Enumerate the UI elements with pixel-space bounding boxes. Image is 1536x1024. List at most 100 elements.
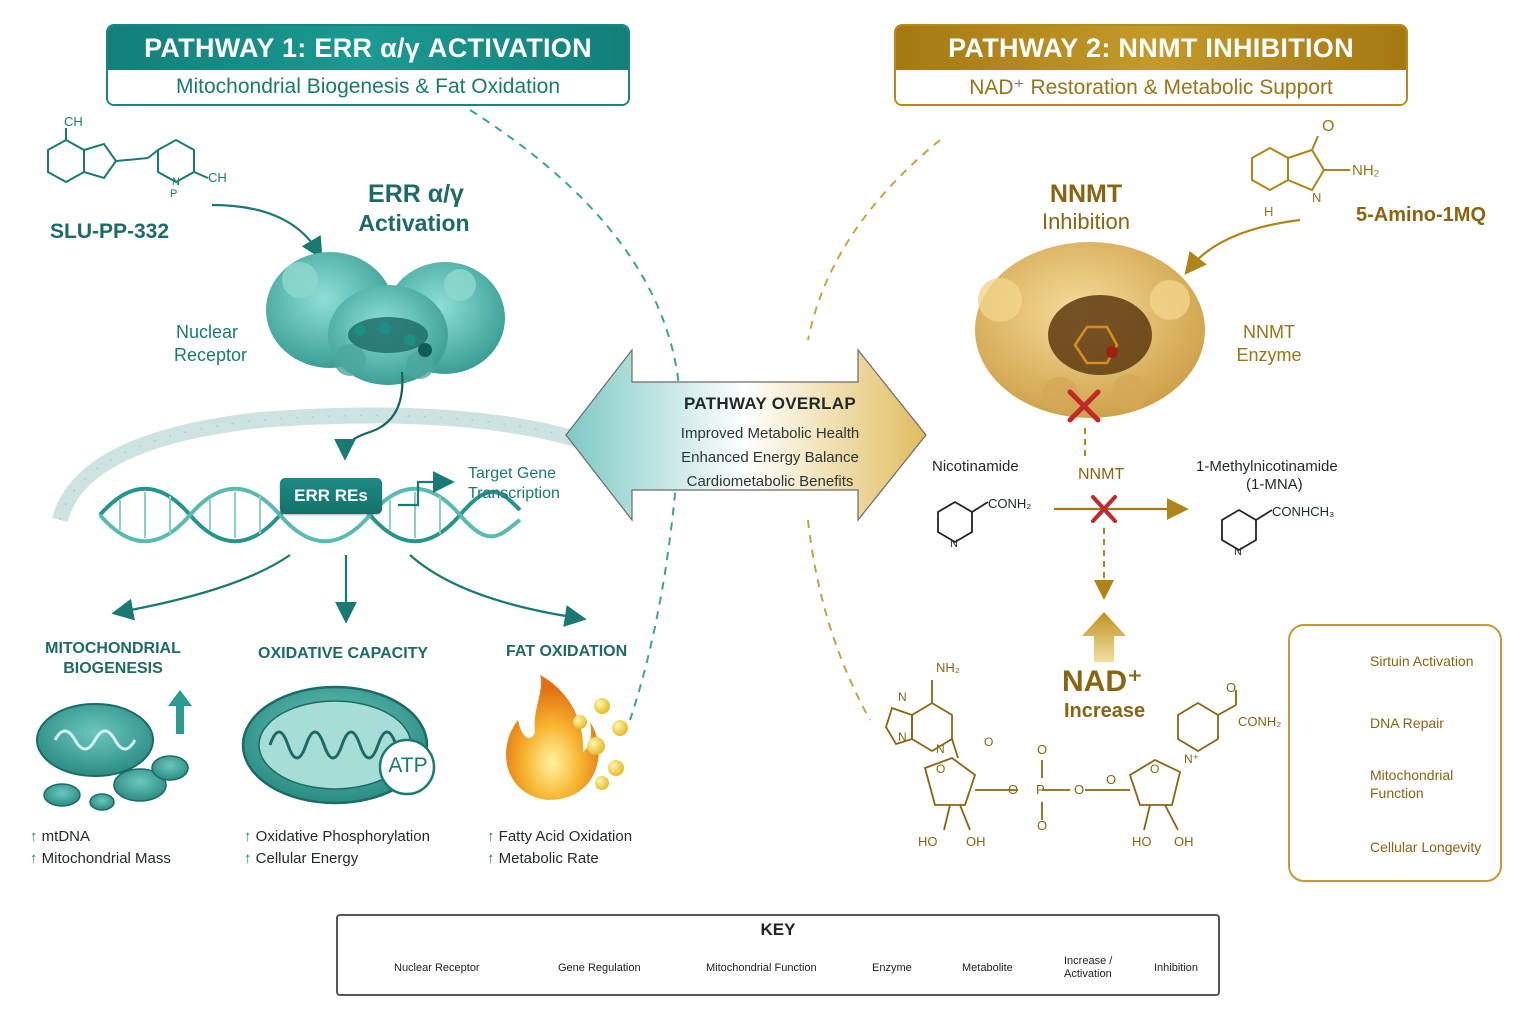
err-activation-line1: ERR α/γ	[368, 180, 464, 208]
5-amino-1mq-structure	[1251, 135, 1350, 192]
nad-atom-nh2: NH₂	[936, 660, 960, 675]
dna-rungs	[119, 492, 441, 538]
nad-atom-oh-1: OH	[966, 834, 986, 849]
biogenesis-bullet-1: ↑ mtDNA	[30, 828, 91, 845]
nnmt-enzyme	[975, 242, 1205, 418]
nad-increase-arrow	[1082, 612, 1126, 662]
nad-atom-n-3: N	[936, 742, 945, 756]
err-receptor-protein	[266, 252, 505, 385]
nad-atom-n-1: N	[898, 690, 907, 704]
benefit-longevity: Cellular Longevity	[1304, 836, 1494, 886]
overlap-line-1: Improved Metabolic Health	[680, 425, 860, 442]
oxidative-bullet-1: ↑ Oxidative Phosphorylation	[244, 828, 430, 845]
key-label-metabolite: Metabolite	[962, 961, 1013, 974]
amino-atom-n: N	[1312, 190, 1322, 205]
slu-pp-332-label: SLU-PP-332	[50, 220, 170, 243]
key-item-enzyme: Enzyme	[868, 948, 912, 988]
nad-atom-o-7: O	[1106, 772, 1117, 787]
pathway2-title: PATHWAY 2: NNMT INHIBITION	[896, 26, 1406, 70]
enzyme-inhibition-x	[1067, 389, 1101, 423]
nuclear-receptor-label-1: Nuclear	[176, 322, 239, 342]
key-title: KEY	[760, 920, 796, 939]
fat-bullet-2: ↑ Metabolic Rate	[487, 850, 599, 867]
reaction-enzyme-label: NNMT	[1078, 466, 1125, 483]
pathway1-subtitle: Mitochondrial Biogenesis & Fat Oxidation	[108, 70, 628, 104]
key-item-metabolite: Metabolite	[958, 948, 1013, 988]
1-mna-group: CONHCH₃	[1272, 504, 1335, 519]
key-item-mito-function: Mitochondrial Function	[702, 948, 817, 988]
pathway1-title: PATHWAY 1: ERR α/γ ACTIVATION	[108, 26, 628, 70]
target-gene-label-1: Target Gene	[468, 465, 557, 482]
biogenesis-title-1: MITOCHONDRIAL	[45, 640, 181, 657]
nad-atom-o-8: O	[1150, 762, 1160, 776]
nnmt-inhibition-line2: Inhibition	[1041, 209, 1131, 234]
key-label-enzyme: Enzyme	[872, 961, 912, 974]
nnmt-inhibition-line1: NNMT	[1049, 180, 1123, 208]
atp-badge: ATP	[388, 754, 428, 777]
nicotinamide-group: CONH₂	[988, 496, 1032, 511]
benefit-sirtuin: Sirtuin Activation	[1304, 650, 1494, 700]
mitochondrion-icon	[241, 685, 436, 805]
slu-atom-p: P	[170, 188, 178, 200]
nicotinamide-structure	[937, 500, 989, 544]
overlap-title: PATHWAY OVERLAP	[683, 394, 856, 413]
slu-pp-332-structure	[47, 128, 209, 184]
1-mna-n: N	[1234, 546, 1242, 558]
oxidative-bullet-2: ↑ Cellular Energy	[244, 850, 359, 867]
nicotinamide-label: Nicotinamide	[932, 458, 1019, 475]
1-mna-label-1: 1-Methylnicotinamide	[1196, 458, 1338, 475]
pathway2-subtitle: NAD⁺ Restoration & Metabolic Support	[896, 70, 1406, 104]
slu-atom-n: N	[172, 176, 180, 188]
key-label-inhibition: Inhibition	[1154, 961, 1199, 974]
1-mna-structure	[1221, 508, 1273, 552]
benefit-longevity-label: Cellular Longevity	[1370, 839, 1482, 855]
nad-atom-ho-1: HO	[918, 834, 938, 849]
biogenesis-bullet-2: ↑ Mitochondrial Mass	[30, 850, 171, 867]
nicotinamide-n: N	[950, 538, 958, 550]
benefit-mito-function: Mitochondrial Function	[1304, 766, 1494, 816]
nad-atom-nplus: N⁺	[1184, 752, 1199, 766]
key-item-gene-regulation: Gene Regulation	[554, 948, 641, 988]
increase-arrow-icon	[168, 690, 192, 734]
nnmt-enzyme-label-1: NNMT	[1243, 322, 1295, 342]
arrow-to-biogenesis	[111, 554, 291, 621]
nad-atom-o-1: O	[984, 735, 994, 749]
benefit-mito-function-label: Mitochondrial Function	[1370, 767, 1454, 801]
amino-atom-h: H	[1264, 204, 1274, 219]
nad-atom-o-3: O	[1008, 782, 1019, 797]
benefit-sirtuin-label: Sirtuin Activation	[1370, 653, 1474, 669]
nad-atom-o-4: O	[1037, 742, 1048, 757]
oxidative-title: OXIDATIVE CAPACITY	[258, 645, 429, 662]
key-item-inhibition: Inhibition	[1150, 948, 1198, 988]
receptor-to-dna-arrow	[334, 371, 404, 461]
transcription-arrow	[398, 471, 455, 507]
slu-atom-ch-right: CH	[208, 170, 227, 185]
metabolite-droplets	[573, 698, 628, 790]
biogenesis-title-2: BIOGENESIS	[63, 660, 163, 677]
pathway1-header: PATHWAY 1: ERR α/γ ACTIVATION Mitochondr…	[106, 24, 630, 106]
nad-atom-ho-2: HO	[1132, 834, 1152, 849]
nad-atom-o-5: O	[1037, 818, 1048, 833]
overlap-line-3: Cardiometabolic Benefits	[686, 473, 854, 490]
key-label-gene-regulation: Gene Regulation	[558, 961, 641, 974]
nad-benefits-panel: Sirtuin Activation DNA Repair Mitochondr…	[1288, 624, 1502, 882]
amino-atom-nh2: NH₂	[1352, 162, 1380, 179]
nad-atom-n-2: N	[898, 730, 907, 744]
err-activation-line2: Activation	[358, 210, 470, 236]
fat-oxidation-title: FAT OXIDATION	[506, 643, 628, 660]
amino-atom-o: O	[1322, 118, 1335, 135]
arrow-to-fat	[409, 554, 587, 627]
nuclear-receptor-label-2: Receptor	[174, 345, 248, 365]
key-label-increase: Increase /Activation	[1064, 955, 1113, 980]
nad-atom-conh2: CONH₂	[1238, 714, 1282, 729]
5-amino-1mq-label: 5-Amino-1MQ	[1356, 204, 1486, 226]
nad-atom-o-9: O	[1226, 680, 1237, 695]
nad-structure	[885, 680, 1237, 831]
nad-increase-label: Increase	[1064, 700, 1146, 722]
key-item-increase: Increase /Activation	[1056, 948, 1112, 988]
fat-bullet-1: ↑ Fatty Acid Oxidation	[487, 828, 633, 845]
target-gene-label-2: Transcription	[468, 485, 560, 502]
benefit-dna-repair-label: DNA Repair	[1370, 715, 1444, 731]
pathway2-header: PATHWAY 2: NNMT INHIBITION NAD⁺ Restorat…	[894, 24, 1408, 106]
cell-membrane	[52, 407, 583, 523]
